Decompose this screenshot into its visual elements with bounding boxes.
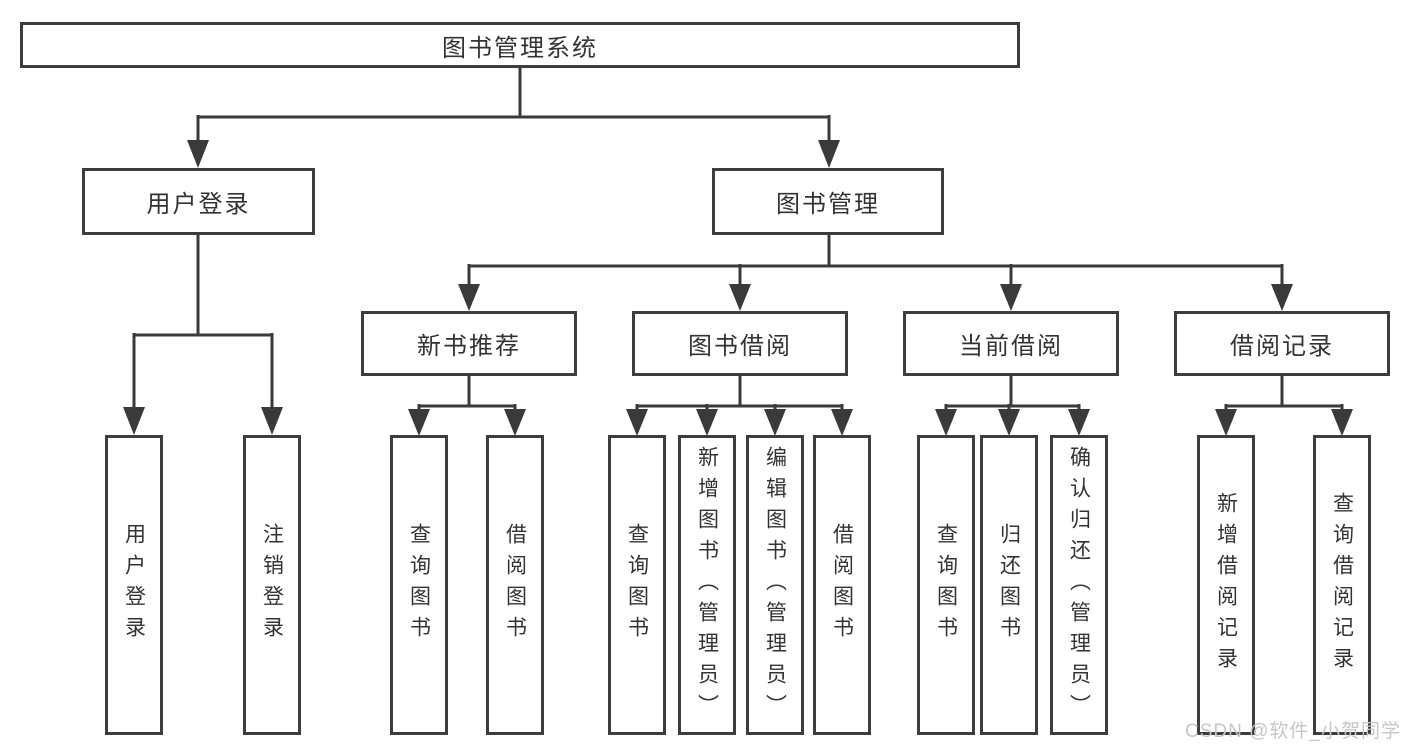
arrowhead-leaf-edit-books xyxy=(764,409,786,436)
arrowhead-leaf-add-books xyxy=(696,409,718,436)
connector-newbooks-to-leaves xyxy=(408,376,526,436)
leaf-borrowing-edit-books-admin: 编辑图书（管理员） xyxy=(746,435,804,735)
arrowhead-leaf-add-record xyxy=(1215,409,1237,436)
leaf-logout-login: 注销登录 xyxy=(243,435,301,735)
arrowhead-leaf-user-login xyxy=(123,407,145,435)
arrowhead-leaf-borrow-books-2 xyxy=(831,409,853,436)
arrowhead-leaf-query-books-1 xyxy=(408,409,430,436)
leaf-current-confirm-return-admin: 确认归还（管理员） xyxy=(1050,435,1108,735)
arrowhead-current-borrow xyxy=(1000,284,1022,311)
csdn-watermark: CSDN @软件_小贺同学 xyxy=(1185,721,1401,742)
connector-root-to-level2 xyxy=(187,67,840,168)
node-book-borrowing: 图书借阅 xyxy=(632,311,848,376)
connector-bookborrow-to-leaves xyxy=(626,376,853,436)
node-library-system: 图书管理系统 xyxy=(20,22,1020,68)
connector-login-to-leaves xyxy=(123,235,283,435)
connector-current-to-leaves xyxy=(935,376,1090,436)
node-current-borrowing: 当前借阅 xyxy=(903,311,1119,376)
leaf-current-return-books: 归还图书 xyxy=(980,435,1038,735)
connector-records-to-leaves xyxy=(1215,376,1353,436)
leaf-user-login: 用户登录 xyxy=(105,435,163,735)
arrowhead-leaf-logout xyxy=(261,407,283,435)
arrowhead-leaf-return-books xyxy=(998,409,1020,436)
arrowhead-leaf-query-record xyxy=(1331,409,1353,436)
leaf-newbooks-borrow-books: 借阅图书 xyxy=(486,435,544,735)
node-new-book-recommend: 新书推荐 xyxy=(361,311,577,376)
leaf-borrowing-query-books: 查询图书 xyxy=(608,435,666,735)
arrowhead-leaf-confirm-return xyxy=(1068,409,1090,436)
arrowhead-new-books xyxy=(458,284,480,311)
leaf-borrowing-borrow-books: 借阅图书 xyxy=(813,435,871,735)
arrowhead-leaf-borrow-books-1 xyxy=(504,409,526,436)
node-book-management: 图书管理 xyxy=(712,168,944,235)
leaf-records-query-record: 查询借阅记录 xyxy=(1313,435,1371,735)
arrowhead-leaf-query-books-3 xyxy=(935,409,957,436)
arrowhead-book-mgmt xyxy=(818,140,840,168)
arrowhead-leaf-query-books-2 xyxy=(626,409,648,436)
leaf-newbooks-query-books: 查询图书 xyxy=(390,435,448,735)
leaf-current-query-books: 查询图书 xyxy=(917,435,975,735)
leaf-records-add-record: 新增借阅记录 xyxy=(1197,435,1255,735)
connector-mgmt-to-level3 xyxy=(458,235,1293,311)
node-user-login: 用户登录 xyxy=(82,168,315,235)
node-borrow-records: 借阅记录 xyxy=(1174,311,1390,376)
arrowhead-user-login xyxy=(187,140,209,168)
arrowhead-borrow-records xyxy=(1271,284,1293,311)
leaf-borrowing-add-books-admin: 新增图书（管理员） xyxy=(678,435,736,735)
arrowhead-book-borrow xyxy=(729,284,751,311)
